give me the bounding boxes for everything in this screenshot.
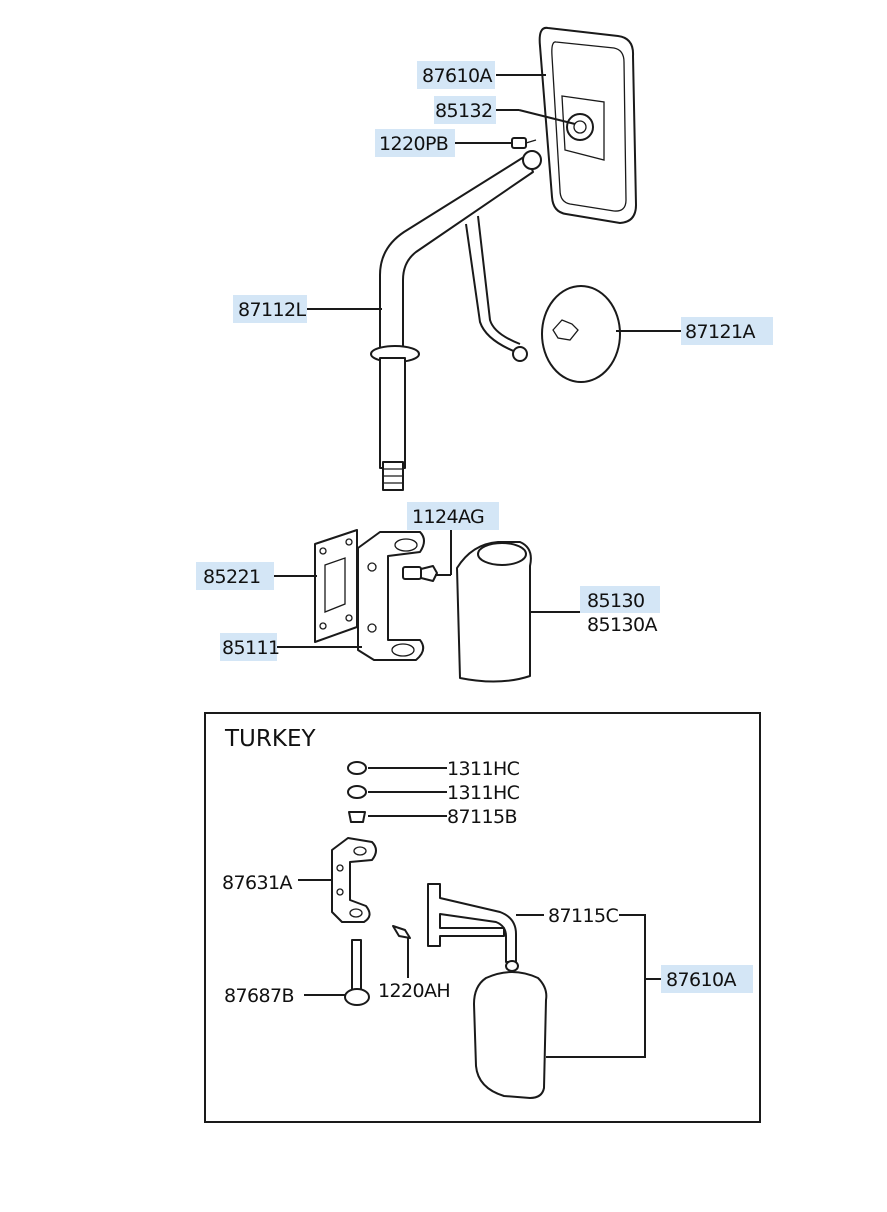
svg-text:87112L: 87112L bbox=[238, 299, 306, 321]
svg-text:87115C: 87115C bbox=[548, 905, 618, 927]
label-87610A-turkey[interactable]: 87610A bbox=[661, 965, 753, 993]
svg-text:87121A: 87121A bbox=[685, 321, 755, 343]
label-1220PB[interactable]: 1220PB bbox=[375, 129, 455, 157]
svg-text:87610A: 87610A bbox=[666, 969, 736, 991]
label-87687B[interactable]: 87687B bbox=[224, 985, 294, 1007]
cover-part bbox=[456, 541, 532, 683]
turkey-stay-part bbox=[427, 883, 519, 972]
label-87115B[interactable]: 87115B bbox=[447, 806, 517, 828]
svg-text:85130: 85130 bbox=[587, 590, 644, 612]
label-1124AG[interactable]: 1124AG bbox=[407, 502, 499, 530]
top-leaders bbox=[274, 74, 681, 648]
turkey-screw-part bbox=[392, 925, 411, 939]
screw-part bbox=[511, 137, 537, 149]
mirror-part bbox=[538, 26, 637, 224]
small-mirror-part bbox=[541, 285, 621, 383]
svg-text:1311HC: 1311HC bbox=[447, 782, 520, 804]
label-85130A: 85130A bbox=[587, 614, 658, 636]
label-87610A-top[interactable]: 87610A bbox=[417, 61, 495, 89]
nut-parts bbox=[347, 761, 367, 823]
svg-text:1220PB: 1220PB bbox=[379, 133, 448, 155]
mounting-plate-part bbox=[314, 529, 358, 643]
label-87112L[interactable]: 87112L bbox=[233, 295, 307, 323]
svg-text:1124AG: 1124AG bbox=[412, 506, 484, 528]
bolt-part bbox=[402, 565, 438, 582]
svg-text:1220AH: 1220AH bbox=[378, 980, 450, 1002]
svg-text:87631A: 87631A bbox=[222, 872, 292, 894]
turkey-leaders bbox=[298, 767, 661, 1058]
turkey-section-title: TURKEY bbox=[224, 726, 316, 752]
svg-text:87687B: 87687B bbox=[224, 985, 294, 1007]
svg-text:85132: 85132 bbox=[435, 100, 492, 122]
svg-text:85221: 85221 bbox=[203, 566, 260, 588]
stay-arm-part bbox=[370, 150, 542, 491]
svg-text:85111: 85111 bbox=[222, 637, 279, 659]
label-85111[interactable]: 85111 bbox=[220, 633, 280, 661]
turkey-bolt-part bbox=[344, 939, 370, 1006]
svg-text:87610A: 87610A bbox=[422, 65, 492, 87]
label-85132[interactable]: 85132 bbox=[434, 96, 496, 124]
turkey-mirror-part bbox=[473, 971, 548, 1099]
label-85130[interactable]: 85130 bbox=[580, 586, 660, 613]
label-87121A[interactable]: 87121A bbox=[681, 317, 773, 345]
turkey-section-box bbox=[204, 712, 761, 1123]
label-87115C[interactable]: 87115C bbox=[548, 905, 619, 927]
svg-text:1311HC: 1311HC bbox=[447, 758, 520, 780]
label-1220AH[interactable]: 1220AH bbox=[378, 980, 451, 1002]
bracket-part bbox=[357, 531, 425, 661]
label-85221[interactable]: 85221 bbox=[196, 562, 274, 590]
label-1311HC-2[interactable]: 1311HC bbox=[447, 782, 520, 804]
svg-text:85130A: 85130A bbox=[587, 614, 657, 636]
label-87631A[interactable]: 87631A bbox=[222, 872, 293, 894]
label-1311HC-1[interactable]: 1311HC bbox=[447, 758, 520, 780]
turkey-bracket-part bbox=[331, 837, 377, 923]
svg-text:87115B: 87115B bbox=[447, 806, 517, 828]
